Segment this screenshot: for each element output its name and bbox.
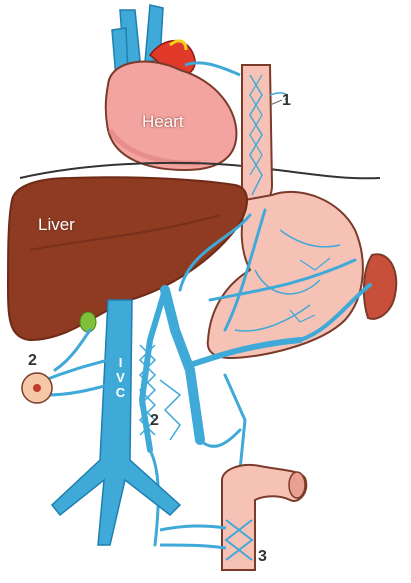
anastomosis-marker-2-umbilical: 2 [28, 352, 37, 370]
anastomosis-marker-3: 3 [258, 548, 267, 566]
liver-label: Liver [38, 215, 75, 235]
heart-label: Heart [142, 112, 184, 132]
umbilical-vessels [45, 360, 108, 395]
anastomosis-marker-2-center: 2 [150, 412, 159, 430]
anastomosis-marker-1: 1 [282, 92, 291, 110]
umbilicus [22, 373, 52, 403]
inferior-vena-cava [52, 300, 180, 545]
ivc-label: IVC [113, 355, 127, 400]
